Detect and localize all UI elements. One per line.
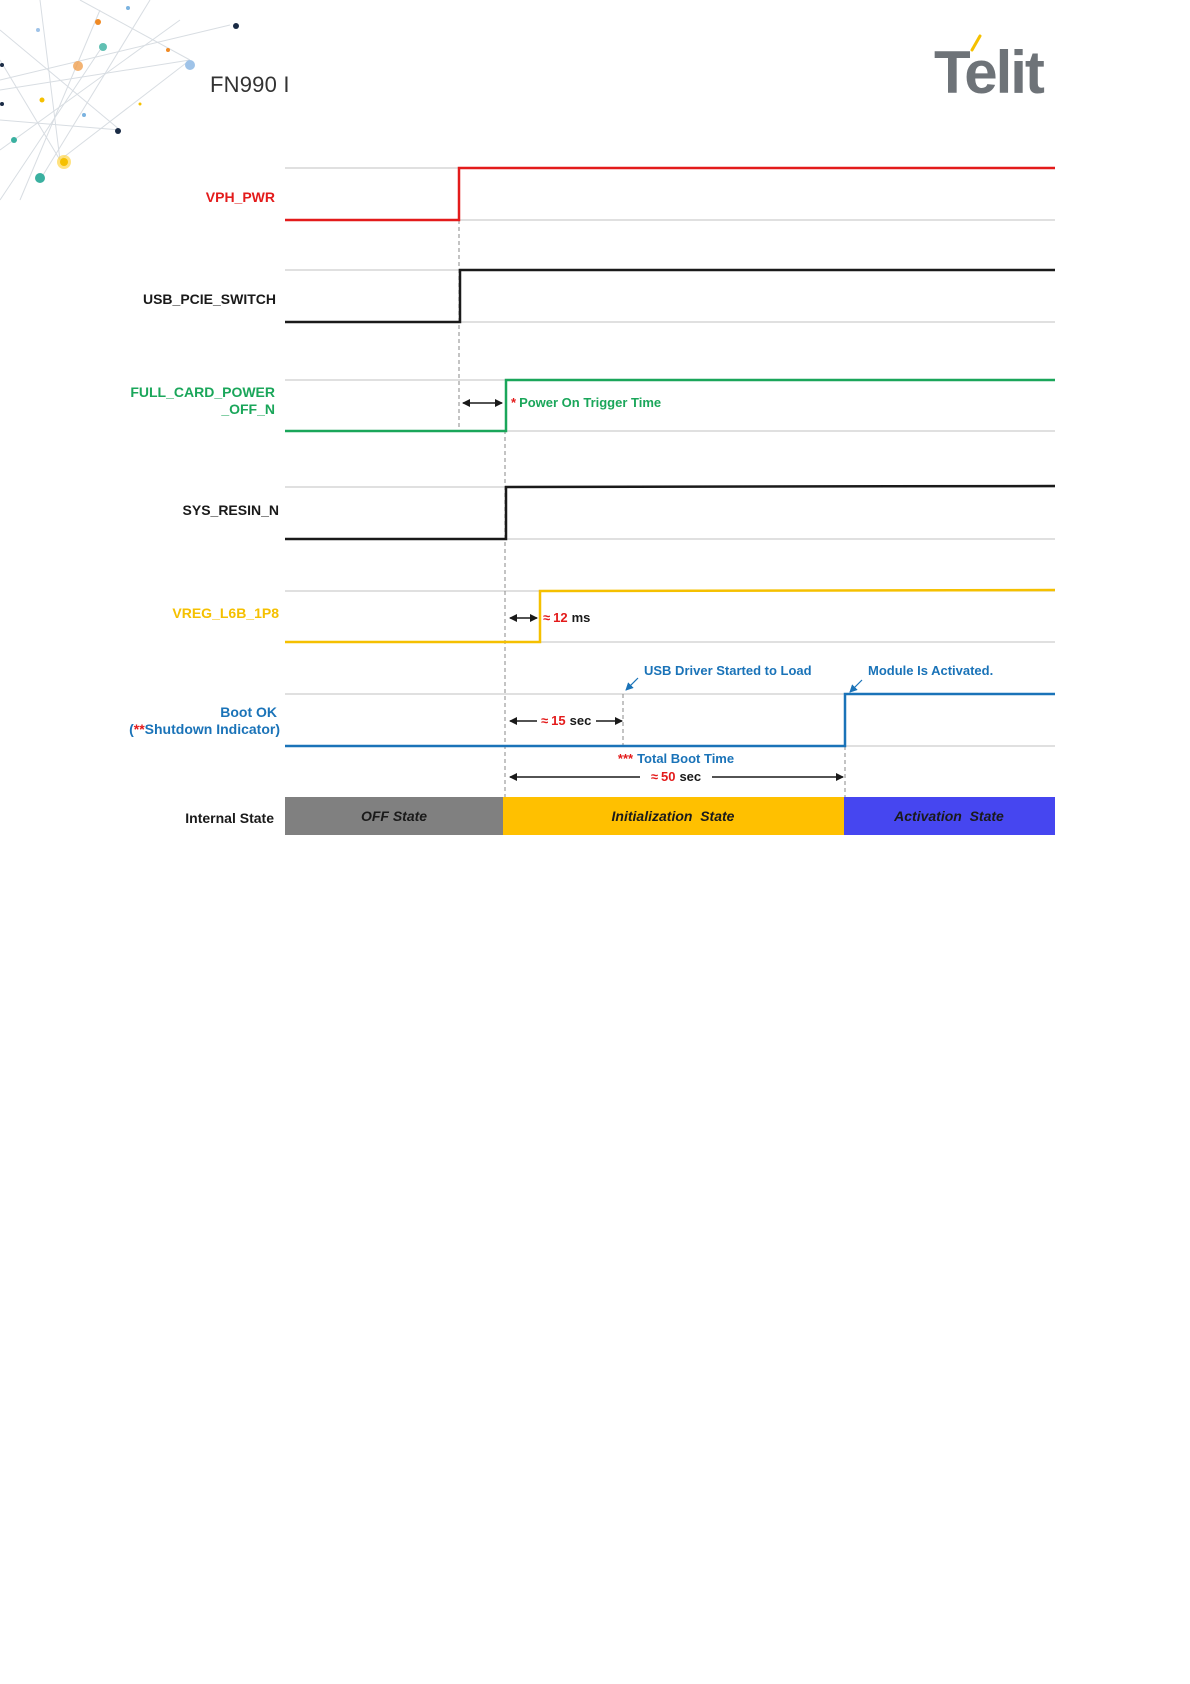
waveform-sys-resin-n: [285, 486, 1055, 539]
activation-state-label: Activation State: [893, 808, 1004, 824]
label-full-card-power-line1: FULL_CARD_POWER: [130, 384, 275, 400]
usb-driver-label: USB Driver Started to Load: [644, 663, 812, 678]
waveform-vph-pwr: [285, 168, 1055, 220]
label-sys-resin-n: SYS_RESIN_N: [183, 502, 279, 518]
label-shutdown-indicator: (**Shutdown Indicator): [129, 721, 280, 737]
total-boot-time-label: ***Total Boot Time: [618, 751, 734, 766]
waveform-usb-pcie-switch: [285, 270, 1055, 322]
label-usb-pcie-switch: USB_PCIE_SWITCH: [143, 291, 276, 307]
waveform-boot-ok: [285, 694, 1055, 746]
waveform-full-card-power-off-n: [285, 380, 1055, 431]
label-vph-pwr: VPH_PWR: [206, 189, 275, 205]
reference-dashed-lines: [459, 220, 845, 797]
module-activated-pointer: [850, 680, 862, 692]
off-state-label: OFF State: [361, 808, 427, 824]
internal-state-label: Internal State: [185, 810, 274, 826]
label-boot-ok: Boot OK: [220, 704, 277, 720]
usb-driver-pointer: [626, 678, 638, 690]
waveform-vreg-l6b-1p8: [285, 590, 1055, 642]
grid-lines: [285, 168, 1055, 746]
label-vreg-l6b-1p8: VREG_L6B_1P8: [172, 605, 279, 621]
label-full-card-power-line2: _OFF_N: [220, 401, 275, 417]
timing-diagram: VPH_PWR USB_PCIE_SWITCH FULL_CARD_POWER …: [0, 0, 1190, 860]
trigger-time-label: *Power On Trigger Time: [511, 395, 661, 410]
initialization-state-label: Initialization State: [612, 808, 735, 824]
module-activated-label: Module Is Activated.: [868, 663, 993, 678]
